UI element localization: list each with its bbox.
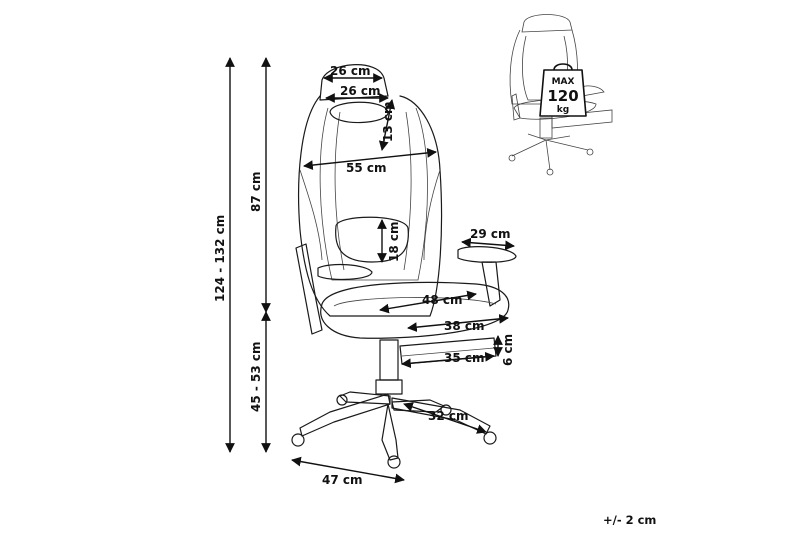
seat-depth-label: 38 cm [444,319,485,333]
weight-badge-icon: MAX 120 kg [539,63,587,117]
tolerance-note: +/- 2 cm [603,513,656,527]
footrest-width-label: 35 cm [444,351,485,365]
badge-max-text: MAX [552,77,575,87]
total-height-label: 124 - 132 cm [213,215,227,302]
badge-unit-text: kg [557,105,569,115]
backrest-height-label: 87 cm [249,172,263,213]
seat-width-label: 48 cm [422,293,463,307]
dimension-arrow-icon [225,57,515,484]
seat-height-label: 45 - 53 cm [249,341,263,412]
office-chair-drawing [291,64,517,469]
armrest-width-label: 29 cm [470,227,511,241]
headrest-pillow-width-label: 26 cm [340,84,381,98]
thumbnail-chair-drawing [508,14,613,176]
badge-weight-value: 120 [547,87,578,105]
backrest-width-label: 55 cm [346,161,387,175]
lumbar-height-label: 18 cm [387,222,401,263]
base-width-label: 47 cm [322,473,363,487]
headrest-pillow-height-label: 13 cm [381,102,395,143]
base-radius-label: 32 cm [428,409,469,423]
footrest-height-label: 6 cm [501,334,515,366]
headrest-top-width-label: 26 cm [330,64,371,78]
